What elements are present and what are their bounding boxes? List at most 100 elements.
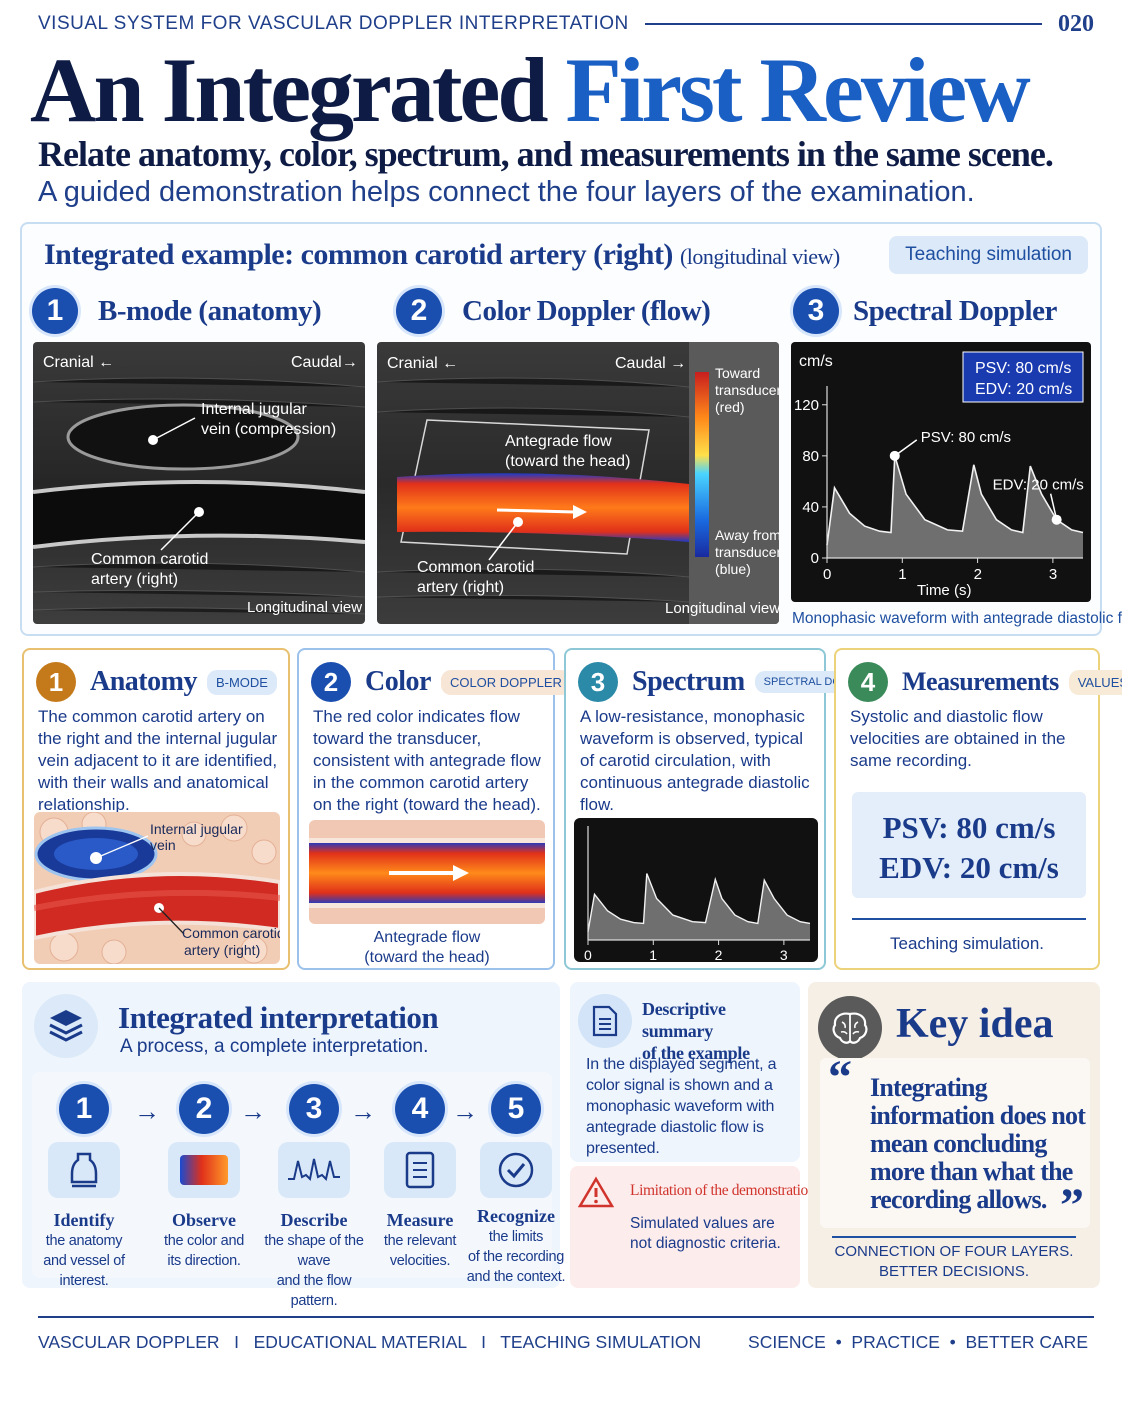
card-text: The red color indicates flow toward the … bbox=[313, 707, 541, 814]
step-desc: the shape of the wave bbox=[264, 1233, 364, 1269]
title-main: An Integrated bbox=[30, 39, 549, 141]
card-number: 2 bbox=[311, 662, 351, 702]
step-number: 2 bbox=[179, 1084, 229, 1134]
footer-left: VASCULAR DOPPLER I EDUCATIONAL MATERIAL … bbox=[38, 1332, 702, 1352]
example-title: Integrated example: common carotid arter… bbox=[44, 238, 840, 272]
document-icon bbox=[578, 994, 632, 1048]
color-caption: Antegrade flow (toward the head) bbox=[309, 928, 545, 968]
anat-ijv-1: Internal jugular bbox=[150, 821, 243, 837]
top-bar: VISUAL SYSTEM FOR VASCULAR DOPPLER INTER… bbox=[38, 10, 1094, 37]
teaching-simulation-chip: Teaching simulation bbox=[889, 236, 1088, 274]
x-tick-label: 3 bbox=[780, 947, 788, 962]
step-identify: 1 Identify the anatomy and vessel of int… bbox=[32, 1072, 136, 1291]
flow-label-2: (toward the head) bbox=[505, 453, 630, 470]
quote-text: Integrating information does not mean co… bbox=[870, 1073, 1086, 1214]
quote-open-icon: “ bbox=[828, 1051, 852, 1104]
color-caption-2: (toward the head) bbox=[364, 949, 490, 966]
step-desc: and the flow pattern. bbox=[276, 1273, 352, 1309]
card-title: Anatomy bbox=[90, 666, 197, 697]
color-caudal: Caudal → bbox=[615, 355, 686, 372]
step-label: Observe bbox=[172, 1210, 236, 1230]
interp-title: Integrated interpretation bbox=[118, 1000, 439, 1035]
measurement-box: PSV: 80 cm/s EDV: 20 cm/s bbox=[852, 792, 1086, 898]
step-number: 4 bbox=[395, 1084, 445, 1134]
step-number: 1 bbox=[59, 1084, 109, 1134]
brain-icon bbox=[818, 996, 882, 1060]
page-number: 020 bbox=[1058, 10, 1094, 37]
cca-label-2: artery (right) bbox=[91, 571, 178, 588]
step-desc: and vessel of interest. bbox=[43, 1253, 125, 1289]
color-cca-2: artery (right) bbox=[417, 579, 504, 596]
integrated-interpretation: Integrated interpretation A process, a c… bbox=[22, 982, 565, 1309]
lede: A guided demonstration helps connect the… bbox=[38, 176, 975, 208]
y-tick-label: 0 bbox=[811, 550, 819, 567]
section-spectral-head: 3 Spectral Doppler bbox=[793, 288, 1057, 334]
x-tick-label: 2 bbox=[974, 566, 982, 583]
subtitle: Relate anatomy, color, spectrum, and mea… bbox=[38, 134, 1054, 174]
spectral-envelope-area bbox=[827, 455, 1083, 558]
edv-value: EDV: 20 cm/s bbox=[879, 850, 1059, 885]
color-illustration bbox=[309, 820, 545, 924]
anatomy-illustration: Internal jugular vein Common carotid art… bbox=[34, 812, 280, 964]
spectral-caption: Monophasic waveform with antegrade diast… bbox=[792, 610, 1122, 627]
step-desc: the relevant bbox=[383, 1233, 457, 1249]
card-anatomy: 1 Anatomy B-MODE The common carotid arte… bbox=[22, 648, 290, 970]
interp-subtitle: A process, a complete interpretation. bbox=[120, 1036, 429, 1057]
step-desc: the anatomy bbox=[45, 1233, 123, 1249]
kicker: VISUAL SYSTEM FOR VASCULAR DOPPLER INTER… bbox=[38, 13, 629, 34]
limitation-box: Limitation of the demonstration Simulate… bbox=[570, 1166, 816, 1288]
example-title-text: Integrated example: common carotid arter… bbox=[44, 238, 673, 271]
key-tag-2: BETTER DECISIONS. bbox=[878, 1263, 1030, 1280]
ijv-label-1: Internal jugular bbox=[201, 401, 308, 418]
card-text: A low-resistance, monophasic waveform is… bbox=[580, 707, 810, 814]
spectral-envelope-line bbox=[826, 455, 1084, 546]
layers-icon bbox=[34, 994, 98, 1058]
card-number: 1 bbox=[36, 662, 76, 702]
quote-close-icon: ” bbox=[1060, 1179, 1084, 1232]
y-tick-label: 80 bbox=[802, 448, 819, 465]
section-label: Color Doppler (flow) bbox=[462, 294, 711, 327]
psv-marker bbox=[889, 450, 900, 461]
cca-label-1: Common carotid bbox=[91, 551, 208, 568]
card-title: Measurements bbox=[902, 667, 1059, 696]
section-label: Spectral Doppler bbox=[853, 294, 1057, 327]
card-spectrum: 3 Spectrum SPECTRAL DOPPLER A low-resist… bbox=[564, 648, 886, 970]
divider bbox=[852, 918, 1086, 920]
edv-marker bbox=[1051, 514, 1062, 525]
card-head: 3 Spectrum SPECTRAL DOPPLER bbox=[578, 662, 886, 702]
spectral-box-psv: PSV: 80 cm/s bbox=[975, 360, 1071, 377]
step-measure: 4 Measure the relevant velocities. bbox=[368, 1072, 472, 1271]
bmode-image: Cranial ← Caudal→ Internal jugular vein … bbox=[33, 342, 365, 624]
bmode-cranial: Cranial ← bbox=[43, 354, 114, 371]
card-badge: B-MODE bbox=[206, 669, 277, 695]
step-label: Recognize bbox=[477, 1206, 555, 1226]
toward-1: Toward bbox=[715, 365, 760, 381]
key-tag-1: CONNECTION OF FOUR LAYERS. bbox=[834, 1243, 1074, 1260]
step-number: 3 bbox=[289, 1084, 339, 1134]
x-tick-label: 1 bbox=[898, 566, 906, 583]
teaching-note: Teaching simulation. bbox=[889, 934, 1045, 953]
anat-ijv-2: vein bbox=[150, 837, 176, 853]
section-color-head: 2 Color Doppler (flow) bbox=[396, 288, 711, 334]
descriptive-summary: Descriptive summary of the example In th… bbox=[570, 982, 800, 1162]
key-idea: Key idea “ Integrating information does … bbox=[808, 982, 1100, 1288]
section-number: 3 bbox=[793, 288, 839, 334]
spectral-box-edv: EDV: 20 cm/s bbox=[975, 381, 1072, 398]
arrow-icon: → bbox=[240, 1096, 266, 1126]
card-number: 4 bbox=[848, 662, 888, 702]
x-tick-label: 3 bbox=[1049, 566, 1057, 583]
card-head: 2 Color COLOR DOPPLER bbox=[311, 662, 571, 702]
card-title: Spectrum bbox=[632, 666, 745, 697]
section-number: 1 bbox=[32, 288, 78, 334]
color-flow-icon bbox=[168, 1142, 240, 1198]
y-tick-label: 40 bbox=[802, 499, 819, 516]
section-number: 2 bbox=[396, 288, 442, 334]
x-tick-label: 1 bbox=[649, 947, 657, 962]
clipboard-icon bbox=[384, 1142, 456, 1198]
edv-leader bbox=[1049, 493, 1058, 520]
interp-steps: 1 Identify the anatomy and vessel of int… bbox=[32, 1072, 565, 1309]
key-title: Key idea bbox=[896, 1001, 1054, 1047]
